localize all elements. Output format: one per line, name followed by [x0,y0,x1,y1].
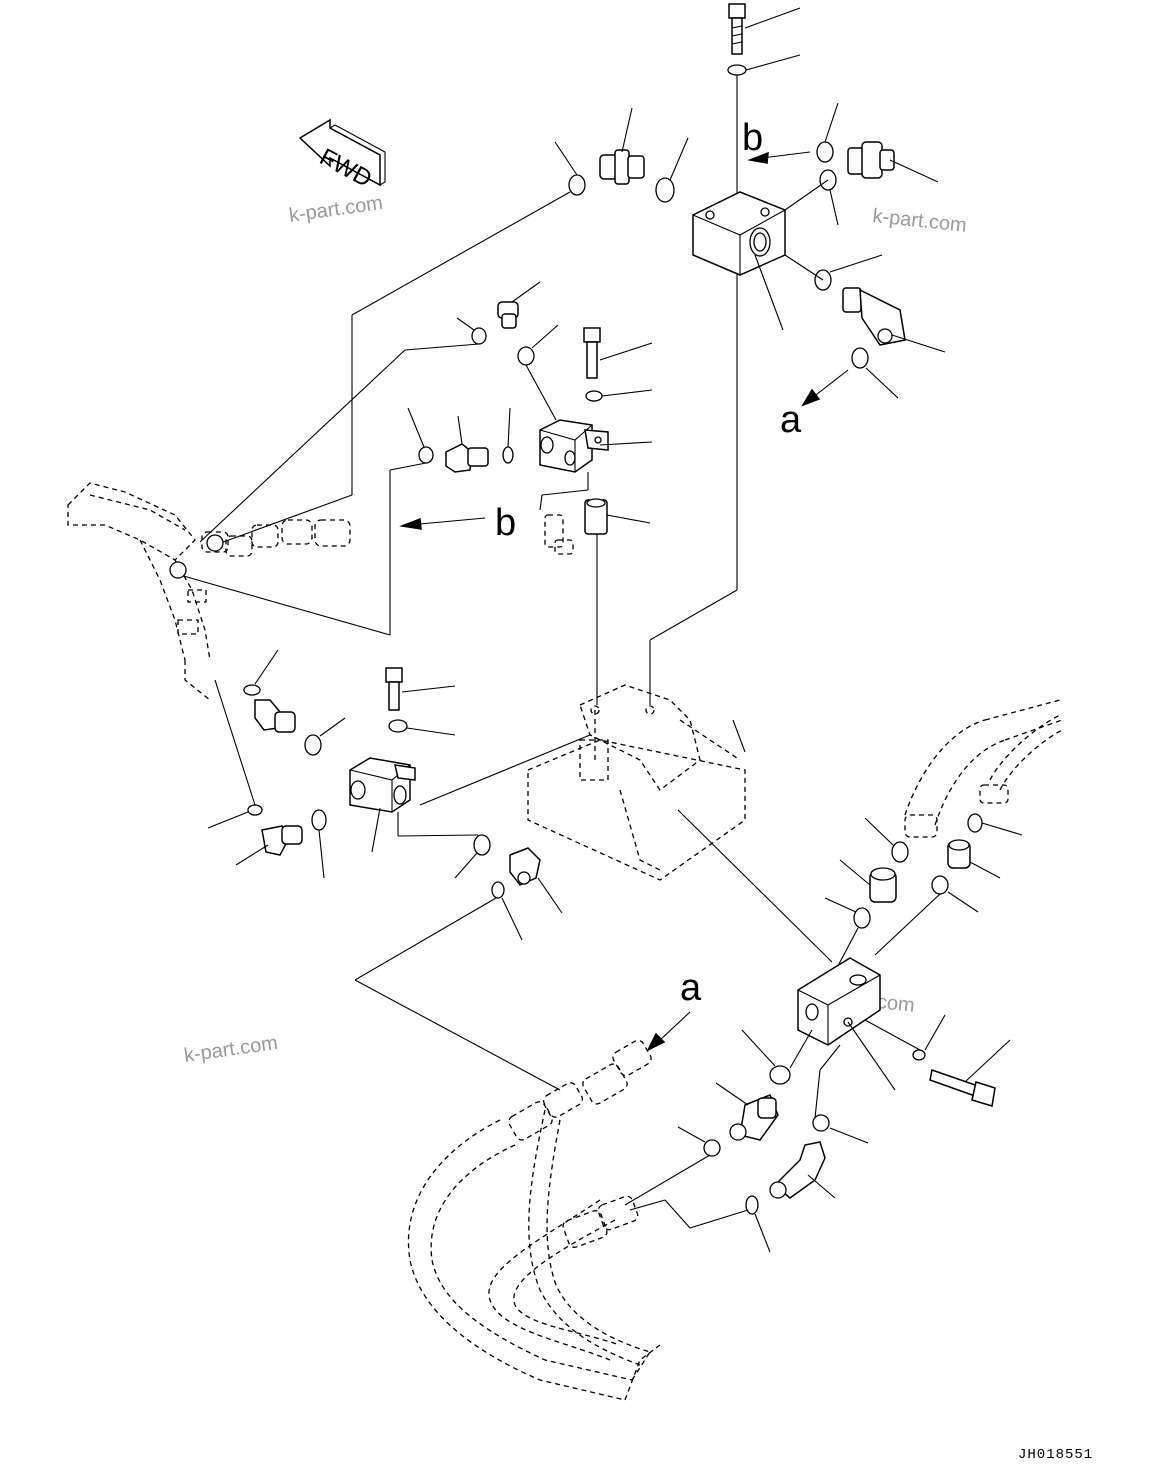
o-ring-2 [655,177,675,203]
hose-coupling-bottom-3 [562,1195,639,1248]
svg-text:a: a [780,399,802,441]
hose-coupling-bottom-1 [508,1082,584,1141]
o-ring-center-4 [502,446,514,464]
o-ring-left-6 [491,881,505,899]
callout-a-top: a [780,369,849,441]
right-lower-hose-assembly [904,699,1063,838]
bolt-center [583,327,653,379]
o-ring-center-1 [517,346,535,366]
drawing-code: JH018551 [1018,1447,1093,1463]
bolt-left [385,667,456,711]
adapter-fitting-top [599,107,645,185]
watermark-bottom-left: k-part.com [183,1032,280,1067]
o-ring-right-6 [812,1114,830,1132]
top-right-valve-block-group: b a [214,3,946,705]
o-ring-center-2 [471,327,487,345]
watermark-top-left: k-part.com [288,192,385,227]
sensor-elbow-top [842,287,946,353]
bolt-top [728,3,801,55]
valve-block-top [692,191,786,331]
left-lower-block-group [207,649,591,1091]
o-ring-left-1 [243,684,261,696]
hose-coupling-bottom-2 [582,1039,652,1105]
washer-top [727,64,747,76]
o-ring-right-4 [931,875,949,895]
adapter-fitting-right-1 [839,859,897,903]
left-hose-assembly [67,482,351,701]
o-ring-right-7 [703,1139,721,1157]
svg-text:b: b [742,117,763,159]
elbow-fitting-left-3 [509,847,563,914]
svg-text:b: b [495,502,516,544]
washer-center [585,390,603,402]
o-ring-left-5 [473,834,491,856]
tee-block-left [349,757,479,853]
o-ring-left-3 [247,804,263,816]
washer-right [912,1049,926,1061]
tee-block-center [539,419,653,473]
bolt-right [929,1039,1011,1107]
o-ring-1 [568,174,586,196]
o-ring-right-2 [967,813,983,833]
o-ring-right-8 [745,1195,759,1215]
fwd-direction-arrow: FWD [298,118,386,193]
o-ring-left-2 [304,734,322,756]
watermark-top-right: k-part.com [871,205,967,237]
washer-left [388,719,408,733]
adapter-fitting-right-2 [947,839,1001,879]
spacer-center [584,498,651,705]
elbow-fitting-center [445,415,489,473]
callout-b-middle: b [399,502,516,544]
o-ring-center-3 [418,446,434,464]
valve-block-right [797,957,921,1091]
elbow-fitting-right-1 [715,1082,779,1141]
elbow-fitting-right-2 [769,1141,836,1199]
callout-a-bottom: a [646,967,702,1052]
o-ring-right-3 [853,907,871,929]
right-lower-block-group: a [624,813,1023,1253]
callout-b-top: b [742,117,811,164]
elbow-fitting-left-2 [235,825,303,866]
nipple-fitting-center [544,514,574,555]
pressure-switch-top [847,141,939,183]
hose-fittings-left [169,519,351,635]
o-ring-3 [816,141,834,163]
o-ring-6 [851,347,869,369]
bottom-hose-assembly [407,1039,661,1401]
elbow-fitting-left-1 [254,699,296,733]
plug-fitting-center [497,281,541,329]
center-valve-block-group: b [179,281,653,705]
center-mounting-bracket [527,684,833,963]
o-ring-left-4 [311,809,327,831]
svg-text:a: a [680,967,702,1009]
o-ring-right-1 [891,841,909,863]
o-ring-right-5 [769,1065,791,1085]
